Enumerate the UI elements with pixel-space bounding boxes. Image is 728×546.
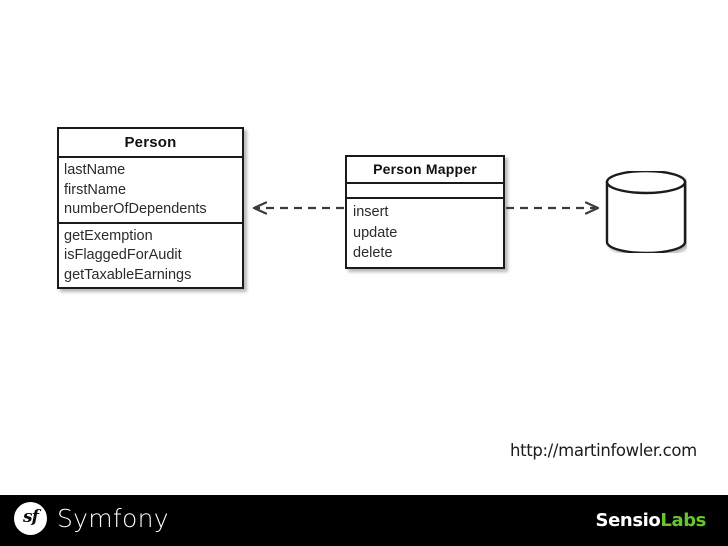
footer-bar: sf Symfony SensioLabs <box>0 495 728 546</box>
sensiolabs-suffix: Labs <box>660 510 706 531</box>
database-cylinder-icon <box>605 171 687 253</box>
symfony-logo-glyph: sf <box>23 507 39 527</box>
uml-attribute: numberOfDependents <box>64 201 207 217</box>
sensiolabs-logo: SensioLabs <box>595 510 707 531</box>
symfony-brand-name: Symfony <box>57 504 169 533</box>
uml-class-person-mapper-attributes <box>347 182 503 197</box>
symfony-logo-icon: sf <box>14 502 47 535</box>
uml-class-person-mapper: Person Mapper insert update delete <box>345 155 505 269</box>
uml-class-person-operations: getExemption isFlaggedForAudit getTaxabl… <box>59 221 242 290</box>
uml-operation: insert <box>353 204 389 220</box>
uml-operation: isFlaggedForAudit <box>64 247 182 263</box>
dependency-arrow-to-person <box>252 201 344 215</box>
uml-class-person-mapper-operations: insert update delete <box>347 197 503 268</box>
uml-attribute: lastName <box>64 162 126 178</box>
uml-operation: update <box>353 224 398 241</box>
uml-attribute: firstName <box>64 181 127 198</box>
uml-operation: getExemption <box>64 227 153 244</box>
uml-operation: delete <box>353 245 393 261</box>
uml-class-diagram: Person lastName firstName numberOfDepend… <box>57 127 687 289</box>
uml-class-person-attributes: lastName firstName numberOfDependents <box>59 156 242 222</box>
uml-operation: getTaxableEarnings <box>64 266 192 283</box>
sensiolabs-prefix: Sensio <box>595 510 661 531</box>
symfony-brand: sf Symfony <box>14 502 169 535</box>
uml-class-person-title: Person <box>124 134 177 151</box>
source-url-credit: http://martinfowler.com <box>510 441 697 460</box>
uml-class-person: Person lastName firstName numberOfDepend… <box>57 127 244 289</box>
dependency-arrow-to-database <box>506 201 600 215</box>
uml-class-person-mapper-title: Person Mapper <box>373 161 477 177</box>
